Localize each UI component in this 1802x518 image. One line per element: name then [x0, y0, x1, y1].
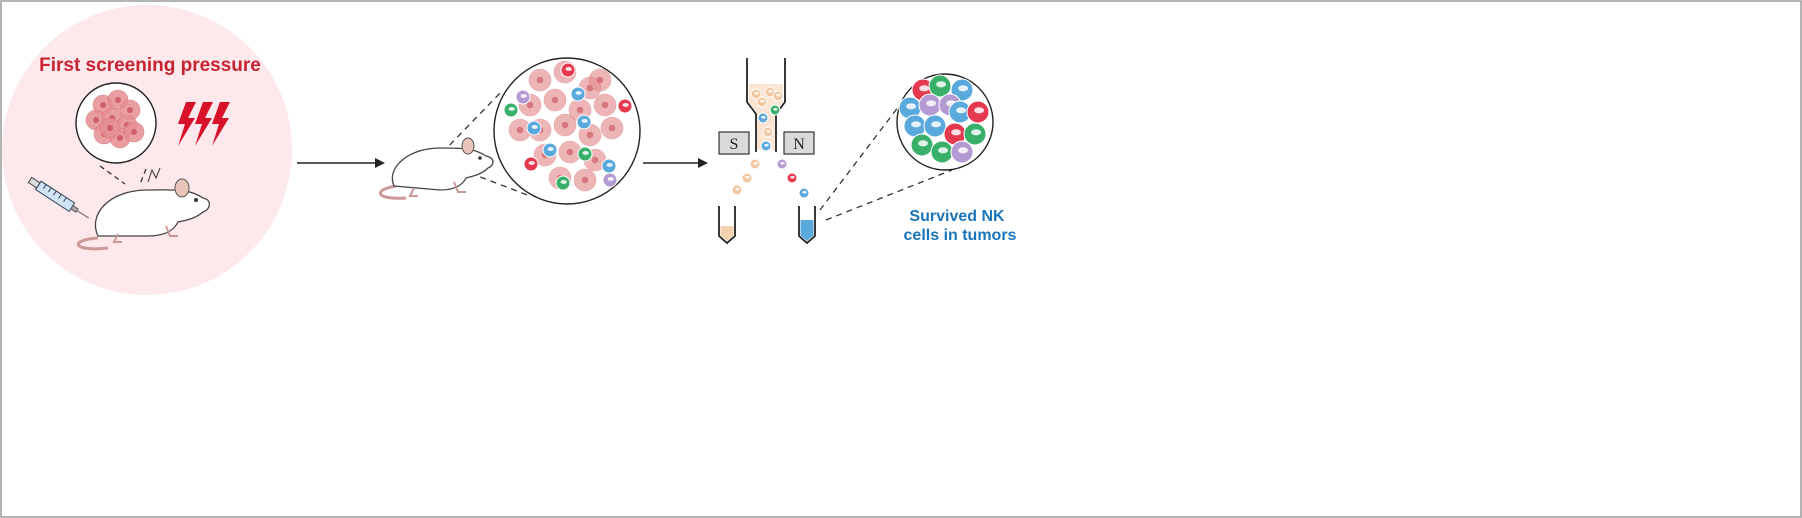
- survived-label-line1: Survived NK: [909, 208, 1005, 225]
- nk-nucleus: [761, 115, 766, 119]
- tumor-cluster: [85, 89, 145, 149]
- nk-nucleus: [773, 107, 778, 111]
- nk-nucleus: [776, 93, 781, 97]
- tumor-nk-zoom: [493, 57, 641, 205]
- nk-nucleus: [531, 124, 538, 129]
- nk-nucleus: [565, 66, 572, 71]
- mouse-icon: [378, 137, 494, 200]
- nk-nucleus: [607, 176, 614, 181]
- nk-nucleus: [938, 147, 949, 154]
- tumor-nucleus: [586, 131, 594, 139]
- arrow-icon: [643, 158, 708, 168]
- magnet-north: [783, 131, 815, 155]
- nk-nucleus: [926, 100, 937, 107]
- nk-nucleus: [971, 129, 982, 136]
- nk-nucleus: [508, 106, 515, 111]
- magnet-north-label: N: [793, 136, 805, 153]
- nk-nucleus: [764, 143, 769, 147]
- nk-nucleus: [936, 81, 947, 88]
- tumor-nucleus: [581, 176, 589, 184]
- tumor-nucleus: [608, 124, 616, 132]
- zoom-line: [139, 168, 147, 185]
- mouse-icon: [76, 167, 211, 251]
- nk-nucleus: [780, 161, 785, 165]
- sorting-column: [746, 58, 786, 152]
- nk-nucleus: [547, 146, 554, 151]
- tumor-nucleus: [536, 76, 544, 84]
- nk-nucleus: [768, 89, 773, 93]
- tumor-nucleus: [596, 76, 604, 84]
- nk-nucleus: [753, 161, 758, 165]
- lightning-icon: [178, 102, 230, 146]
- magnet-south: [718, 131, 750, 155]
- tumor-nucleus: [526, 101, 534, 109]
- first-pressure-label: First screening pressure: [39, 55, 261, 76]
- column-cells: [750, 86, 784, 152]
- tumor-nucleus: [107, 125, 113, 131]
- nk-nucleus: [919, 85, 930, 92]
- nk-nucleus: [745, 175, 750, 179]
- nk-nucleus: [606, 162, 613, 167]
- nk-nucleus: [918, 140, 929, 147]
- tumor-nucleus: [131, 129, 137, 135]
- nk-nucleus: [790, 175, 795, 179]
- nk-nucleus: [575, 90, 582, 95]
- falling-cells: [731, 158, 810, 199]
- nk-nucleus: [528, 160, 535, 165]
- tumor-nucleus: [100, 102, 106, 108]
- panel-tumor-infiltration: [378, 57, 641, 205]
- nk-nucleus: [951, 129, 962, 136]
- tumor-nucleus: [127, 107, 133, 113]
- syringe-icon: [27, 176, 89, 219]
- nk-nucleus: [906, 103, 917, 110]
- nk-nucleus: [802, 190, 807, 194]
- tumor-nucleus: [551, 96, 559, 104]
- zoom-line: [441, 89, 504, 154]
- tumor-nucleus: [117, 135, 123, 141]
- nk-nucleus: [911, 121, 922, 128]
- tumor-nucleus: [115, 97, 121, 103]
- nk-nucleus: [581, 118, 588, 123]
- nk-nucleus: [560, 179, 567, 184]
- tumor-nucleus: [93, 117, 99, 123]
- survived-nk-zoom: [896, 73, 994, 171]
- nk-nucleus: [956, 107, 967, 114]
- nk-nucleus: [754, 91, 759, 95]
- zoom-line: [819, 101, 903, 211]
- zoom-line: [825, 169, 953, 221]
- nk-cells: [503, 62, 633, 191]
- tumor-zoom: [75, 82, 157, 164]
- nk-nucleus: [958, 85, 969, 92]
- nk-nucleus: [735, 187, 740, 191]
- tumor-nucleus: [591, 156, 599, 164]
- tumor-nucleus: [601, 101, 609, 109]
- nk-nucleus: [582, 150, 589, 155]
- tumor-nucleus: [516, 126, 524, 134]
- nk-nucleus: [974, 107, 985, 114]
- nk-nucleus: [958, 147, 969, 154]
- pressure-background: [2, 5, 292, 295]
- survived-label-line2: cells in tumors: [904, 227, 1017, 244]
- nk-nucleus: [520, 93, 527, 98]
- nk-nucleus: [931, 121, 942, 128]
- nk-nucleus: [760, 99, 765, 103]
- tube-icon: [798, 206, 816, 245]
- nk-nucleus: [766, 129, 771, 133]
- panel-magnetic-sorting: S N Survived NK cells in tumors: [718, 58, 1017, 245]
- tumor-nucleus: [566, 148, 574, 156]
- tube-icon: [718, 206, 736, 245]
- arrow-icon: [297, 158, 385, 168]
- nk-nucleus: [622, 102, 629, 107]
- magnet-icon: S N: [718, 131, 815, 155]
- tumor-nucleus: [576, 106, 584, 114]
- tumor-nucleus: [561, 121, 569, 129]
- panel-first-screening: First screening pressure: [2, 5, 292, 295]
- nk-cells: [898, 74, 990, 164]
- magnet-south-label: S: [730, 136, 739, 153]
